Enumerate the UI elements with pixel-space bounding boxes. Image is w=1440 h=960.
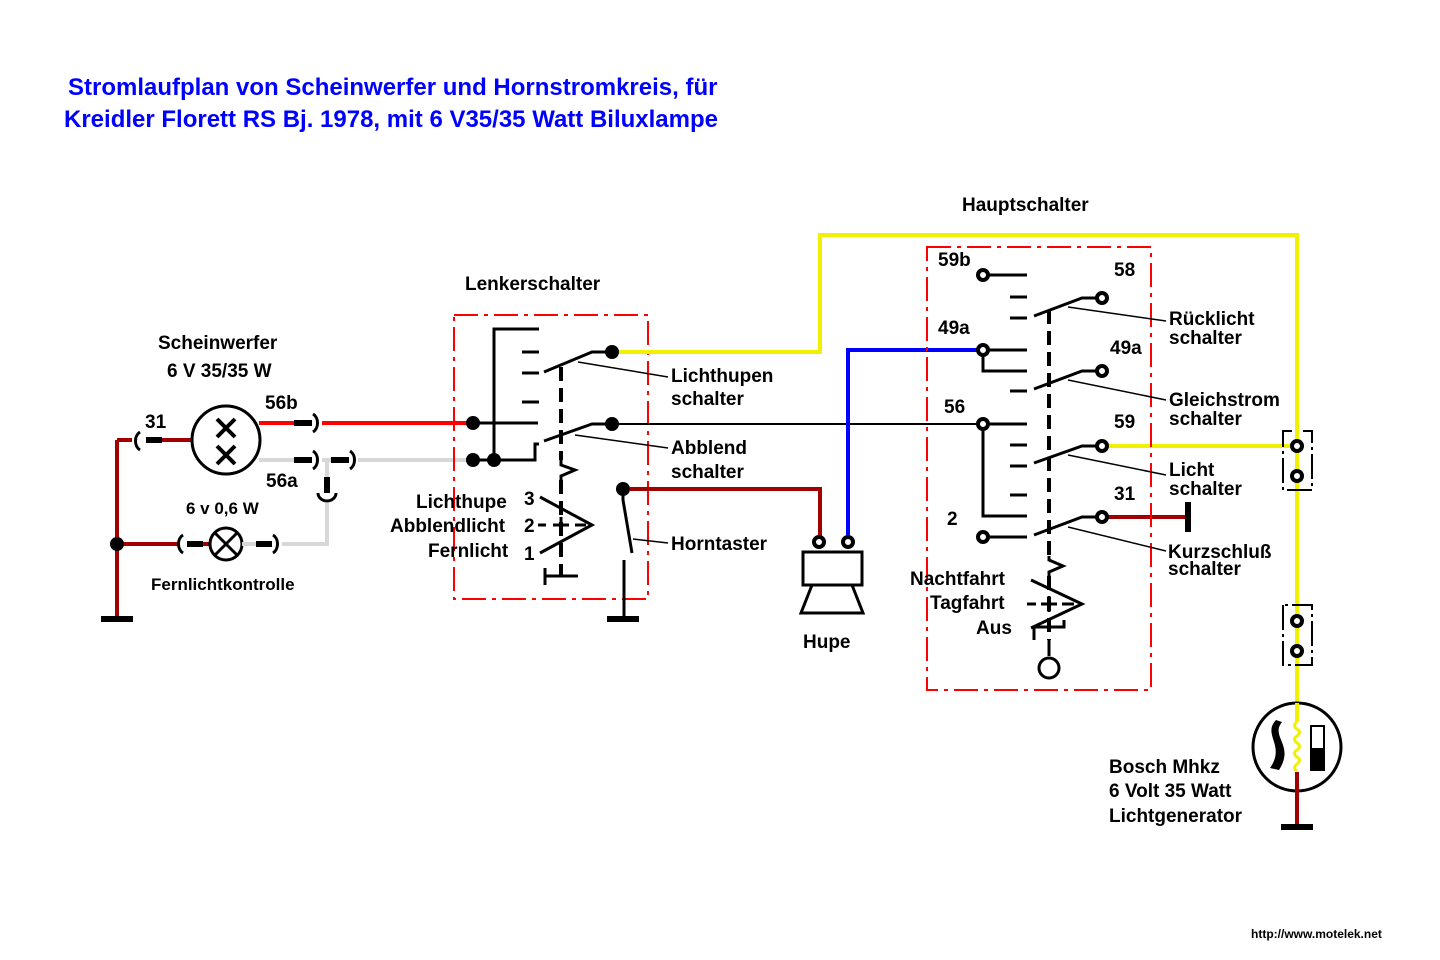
- terminal-56a-label: 56a: [266, 471, 298, 492]
- lichthupen-schalter-label-2: schalter: [671, 389, 744, 410]
- lichthupen-schalter-label-1: Lichthupen: [671, 366, 773, 387]
- terminal-2-label: 2: [947, 509, 958, 530]
- hupe-group: Hupe: [798, 535, 866, 653]
- connector-block-upper: [1282, 430, 1313, 491]
- position-abblendlicht-label: Abblendlicht: [390, 516, 506, 537]
- hauptschalter-box: [926, 246, 1152, 691]
- filament-high-icon: [215, 417, 237, 439]
- lenkerschalter-group: Lenkerschalter Lichthupe 3 Abblendlicht …: [390, 274, 773, 622]
- connector-56b: [312, 412, 319, 434]
- generator-label-1: Bosch Mhkz: [1109, 757, 1220, 778]
- coil-icon: [1293, 720, 1301, 773]
- junction-dot: [110, 537, 124, 551]
- wave-icon: [1270, 720, 1285, 770]
- wire-horn: [630, 487, 822, 538]
- terminal-58-label: 58: [1114, 260, 1135, 281]
- lenkerschalter-box: [453, 314, 649, 600]
- hauptschalter-group: Hauptschalter 59b 58 49a 49a 56 59 2 31: [910, 195, 1280, 691]
- scheinwerfer-rating: 6 V 35/35 W: [167, 361, 272, 382]
- kurzschluss-schalter-label-2: schalter: [1168, 559, 1241, 580]
- horntaster-label: Horntaster: [671, 534, 768, 555]
- ruecklicht-schalter-label-2: schalter: [1169, 328, 1242, 349]
- lenkerschalter-label: Lenkerschalter: [465, 274, 601, 295]
- horn-button-contact: [621, 489, 634, 554]
- footer-url[interactable]: http://www.motelek.net: [1251, 927, 1382, 941]
- position-1: 1: [524, 544, 535, 565]
- connector-56a-tap: [316, 492, 338, 503]
- indicator-label: Fernlichtkontrolle: [151, 575, 295, 594]
- position-3: 3: [524, 489, 535, 510]
- bilux-lamp-icon: [190, 404, 262, 476]
- scheinwerfer-group: Scheinwerfer 6 V 35/35 W 31 56b 56a: [134, 333, 470, 546]
- generator-label-2: 6 Volt 35 Watt: [1109, 781, 1232, 802]
- terminal-59b-label: 59b: [938, 250, 971, 271]
- generator-group: Bosch Mhkz 6 Volt 35 Watt Lichtgenerator: [1109, 701, 1343, 830]
- indicator-rating: 6 v 0,6 W: [186, 499, 260, 518]
- fernlichtkontrolle-group: 6 v 0,6 W Fernlichtkontrolle: [151, 499, 295, 594]
- position-2: 2: [524, 516, 535, 537]
- terminal-59-label: 59: [1114, 412, 1135, 433]
- connector-56a: [312, 449, 319, 471]
- hupe-label: Hupe: [803, 632, 851, 653]
- wire-yellow-lichthupe: [619, 233, 1299, 444]
- position-lichthupe-label: Lichthupe: [416, 492, 507, 513]
- gleichstrom-schalter-label-1: Gleichstrom: [1169, 390, 1280, 411]
- licht-schalter-label-1: Licht: [1169, 460, 1215, 481]
- terminal-49a-left-label: 49a: [938, 318, 970, 339]
- connector-block-lower: [1282, 604, 1313, 666]
- title-line-2: Kreidler Florett RS Bj. 1978, mit 6 V35/…: [64, 106, 718, 133]
- ground-symbol-generator: [1281, 824, 1313, 830]
- wire-blue-49a: [846, 348, 978, 538]
- ground-symbol-horn: [607, 616, 639, 622]
- terminal-31-right-label: 31: [1114, 484, 1136, 505]
- kurzschluss-schalter-label-1: Kurzschluß: [1168, 542, 1272, 563]
- gleichstrom-schalter-label-2: schalter: [1169, 409, 1242, 430]
- filament-low-icon: [215, 444, 237, 466]
- generator-label-3: Lichtgenerator: [1109, 806, 1243, 827]
- position-nachtfahrt: Nachtfahrt: [910, 569, 1006, 590]
- licht-schalter-label-2: schalter: [1169, 479, 1242, 500]
- key-knob-icon: [1037, 656, 1061, 680]
- connector-31: [134, 430, 141, 452]
- abblend-schalter-label-1: Abblend: [671, 438, 747, 459]
- position-tagfahrt: Tagfahrt: [930, 593, 1005, 614]
- abblend-schalter-label-2: schalter: [671, 462, 744, 483]
- terminal-31-label: 31: [145, 412, 167, 433]
- ruecklicht-schalter-label-1: Rücklicht: [1169, 309, 1255, 330]
- ground-symbol-left: [101, 616, 133, 622]
- terminal-56b-label: 56b: [265, 393, 298, 414]
- ground-symbol-31: [1185, 502, 1191, 532]
- position-aus: Aus: [976, 618, 1012, 639]
- horn-icon: [801, 550, 864, 587]
- hauptschalter-label: Hauptschalter: [962, 195, 1089, 216]
- position-fernlicht-label: Fernlicht: [428, 541, 509, 562]
- terminal-56-label: 56: [944, 397, 965, 418]
- terminal-49a-right-label: 49a: [1110, 338, 1142, 359]
- ground-bus-left: [101, 438, 178, 622]
- title-line-1: Stromlaufplan von Scheinwerfer und Horns…: [68, 74, 717, 101]
- scheinwerfer-label: Scheinwerfer: [158, 333, 278, 354]
